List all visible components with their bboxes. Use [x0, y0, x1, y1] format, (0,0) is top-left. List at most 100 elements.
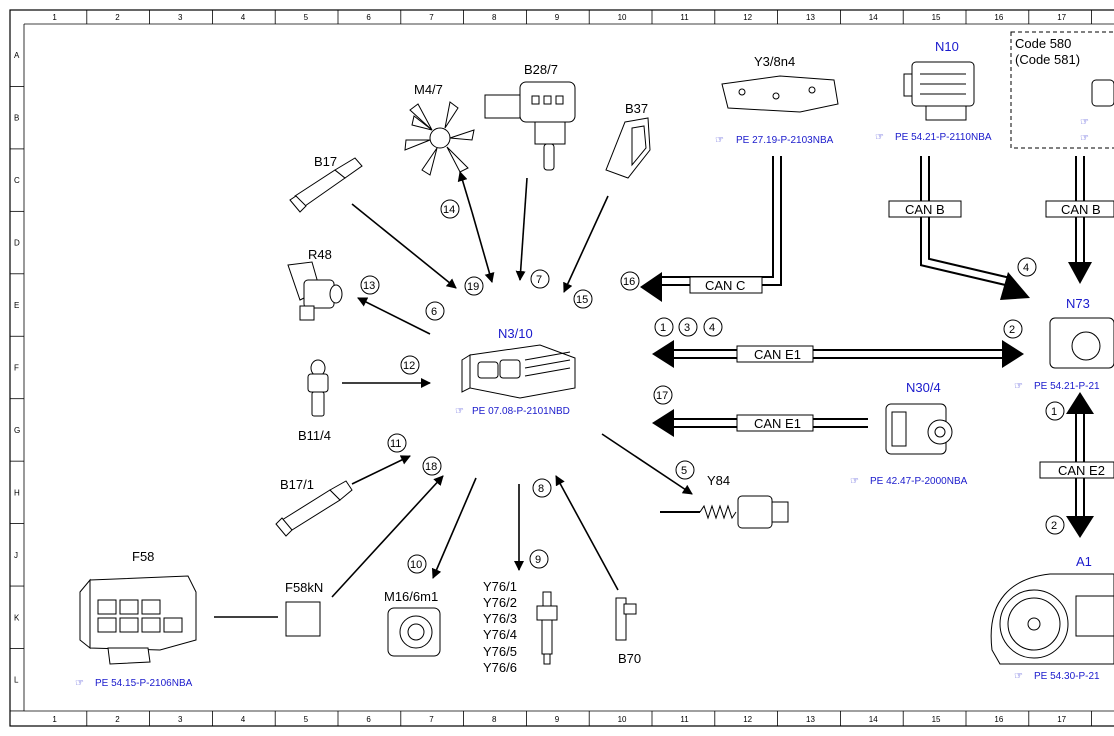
b11-4-label: B11/4 [298, 428, 331, 443]
code-box-ref-icon-1: ☞ [1080, 117, 1089, 128]
n10-module-drawing [903, 61, 975, 121]
a1-signal-2-marker: 2 [1051, 520, 1057, 532]
y76-injector-drawing [536, 591, 558, 665]
grid-column-bottom-10: 10 [618, 715, 627, 724]
signal-19-marker: 19 [467, 281, 479, 293]
y3-8n4-label: Y3/8n4 [754, 54, 795, 69]
n30-4-ref-link[interactable]: PE 42.47-P-2000NBA [870, 476, 968, 487]
a1-signal-1-marker: 1 [1051, 406, 1057, 418]
y76-label-group: Y76/1 Y76/2 Y76/3 Y76/4 Y76/5 Y76/6 [483, 579, 517, 675]
grid-row-E: E [14, 301, 19, 310]
n30-4-ref-icon: ☞ [850, 476, 859, 487]
b11-4-sensor-drawing [307, 359, 329, 417]
a1-ref-icon: ☞ [1014, 671, 1023, 682]
n73-ignition-switch-drawing [1049, 317, 1114, 369]
code-580-label: Code 580 [1015, 36, 1071, 51]
grid-column-top-6: 6 [366, 13, 371, 22]
grid-scale: 1122334455667788991010111112121313141415… [10, 10, 1092, 726]
grid-column-bottom-9: 9 [555, 715, 560, 724]
grid-column-bottom-6: 6 [366, 715, 371, 724]
grid-column-top-10: 10 [618, 13, 627, 22]
a1-label: A1 [1076, 554, 1092, 569]
grid-column-top-7: 7 [429, 13, 434, 22]
n3-10-label: N3/10 [498, 326, 533, 341]
grid-row-J: J [14, 551, 18, 560]
grid-row-G: G [14, 426, 20, 435]
grid-column-bottom-4: 4 [241, 715, 246, 724]
signal-arrows [214, 171, 693, 618]
m16-6m1-label: M16/6m1 [384, 589, 438, 604]
n73-ref-link[interactable]: PE 54.21-P-21 [1034, 381, 1100, 392]
y76-3-label: Y76/3 [483, 611, 517, 626]
grid-column-top-9: 9 [555, 13, 560, 22]
grid-row-D: D [14, 239, 20, 248]
f58kn-relay-drawing [285, 601, 321, 637]
signal-14-marker: 14 [443, 204, 455, 216]
can-b-label-left: CAN B [905, 202, 945, 217]
grid-column-bottom-7: 7 [429, 715, 434, 724]
n10-label: N10 [935, 39, 959, 54]
code-581-label: (Code 581) [1015, 52, 1080, 67]
can-c-label: CAN C [705, 278, 745, 293]
grid-column-top-14: 14 [869, 13, 878, 22]
y76-2-label: Y76/2 [483, 595, 517, 610]
b17-sensor-drawing [289, 157, 363, 213]
n73-ref-icon: ☞ [1014, 381, 1023, 392]
frame-outer [9, 9, 1114, 727]
grid-column-top-11: 11 [680, 13, 689, 22]
b70-label: B70 [618, 651, 641, 666]
y3-8n4-module-drawing [721, 75, 839, 113]
y84-label: Y84 [707, 473, 730, 488]
grid-column-bottom-14: 14 [869, 715, 878, 724]
grid-column-bottom-2: 2 [115, 715, 120, 724]
n10-ref-icon: ☞ [875, 132, 884, 143]
can-b-label-right: CAN B [1061, 202, 1101, 217]
signal-3-marker: 3 [684, 322, 690, 334]
signal-11-marker: 11 [390, 438, 401, 450]
b17-1-sensor-drawing [275, 480, 353, 537]
signal-10-marker: 10 [410, 559, 422, 571]
r48-heater-drawing [287, 261, 343, 321]
grid-column-top-4: 4 [241, 13, 246, 22]
grid-column-bottom-5: 5 [304, 715, 309, 724]
a1-ref-link[interactable]: PE 54.30-P-21 [1034, 671, 1100, 682]
b70-sensor-drawing [615, 597, 637, 641]
m4-7-label: M4/7 [414, 82, 443, 97]
signal-8-marker: 8 [538, 483, 544, 495]
b28-7-sensor-drawing [484, 81, 576, 171]
grid-column-top-8: 8 [492, 13, 497, 22]
n10-ref-link[interactable]: PE 54.21-P-2110NBA [895, 132, 992, 143]
n3-10-ref-link[interactable]: PE 07.08-P-2101NBD [472, 406, 570, 417]
grid-column-bottom-3: 3 [178, 715, 183, 724]
n3-10-control-unit-drawing [461, 344, 576, 399]
m16-6m1-throttle-drawing [387, 607, 441, 657]
signal-2-marker: 2 [1009, 324, 1015, 336]
grid-column-top-17: 17 [1057, 13, 1066, 22]
grid-column-top-1: 1 [52, 13, 57, 22]
signal-16-marker: 16 [623, 276, 635, 288]
can-e1-label-bottom: CAN E1 [754, 416, 801, 431]
b28-7-label: B28/7 [524, 62, 558, 77]
grid-row-K: K [14, 613, 20, 622]
signal-number-markers: 1 3 4 2 4 5 6 7 8 9 10 11 12 13 14 15 16… [360, 199, 1065, 574]
y3-8n4-ref-link[interactable]: PE 27.19-P-2103NBA [736, 135, 834, 146]
grid-row-F: F [14, 363, 19, 372]
y3-8n4-ref-icon: ☞ [715, 135, 724, 146]
y76-1-label: Y76/1 [483, 579, 517, 594]
grid-column-top-2: 2 [115, 13, 120, 22]
grid-column-bottom-12: 12 [743, 715, 752, 724]
signal-4-marker: 4 [709, 322, 715, 334]
grid-column-bottom-17: 17 [1057, 715, 1066, 724]
r48-label: R48 [308, 247, 332, 262]
code-box-device-drawing: ☞ ☞ [1080, 79, 1114, 144]
b17-label: B17 [314, 154, 337, 169]
n30-4-module-drawing [885, 403, 953, 455]
b17-1-label: B17/1 [280, 477, 314, 492]
a1-instrument-cluster-drawing [990, 573, 1114, 665]
grid-column-bottom-8: 8 [492, 715, 497, 724]
f58-ref-link[interactable]: PE 54.15-P-2106NBA [95, 678, 193, 689]
signal-7-marker: 7 [536, 274, 542, 286]
grid-column-top-16: 16 [994, 13, 1003, 22]
y76-5-label: Y76/5 [483, 644, 517, 659]
